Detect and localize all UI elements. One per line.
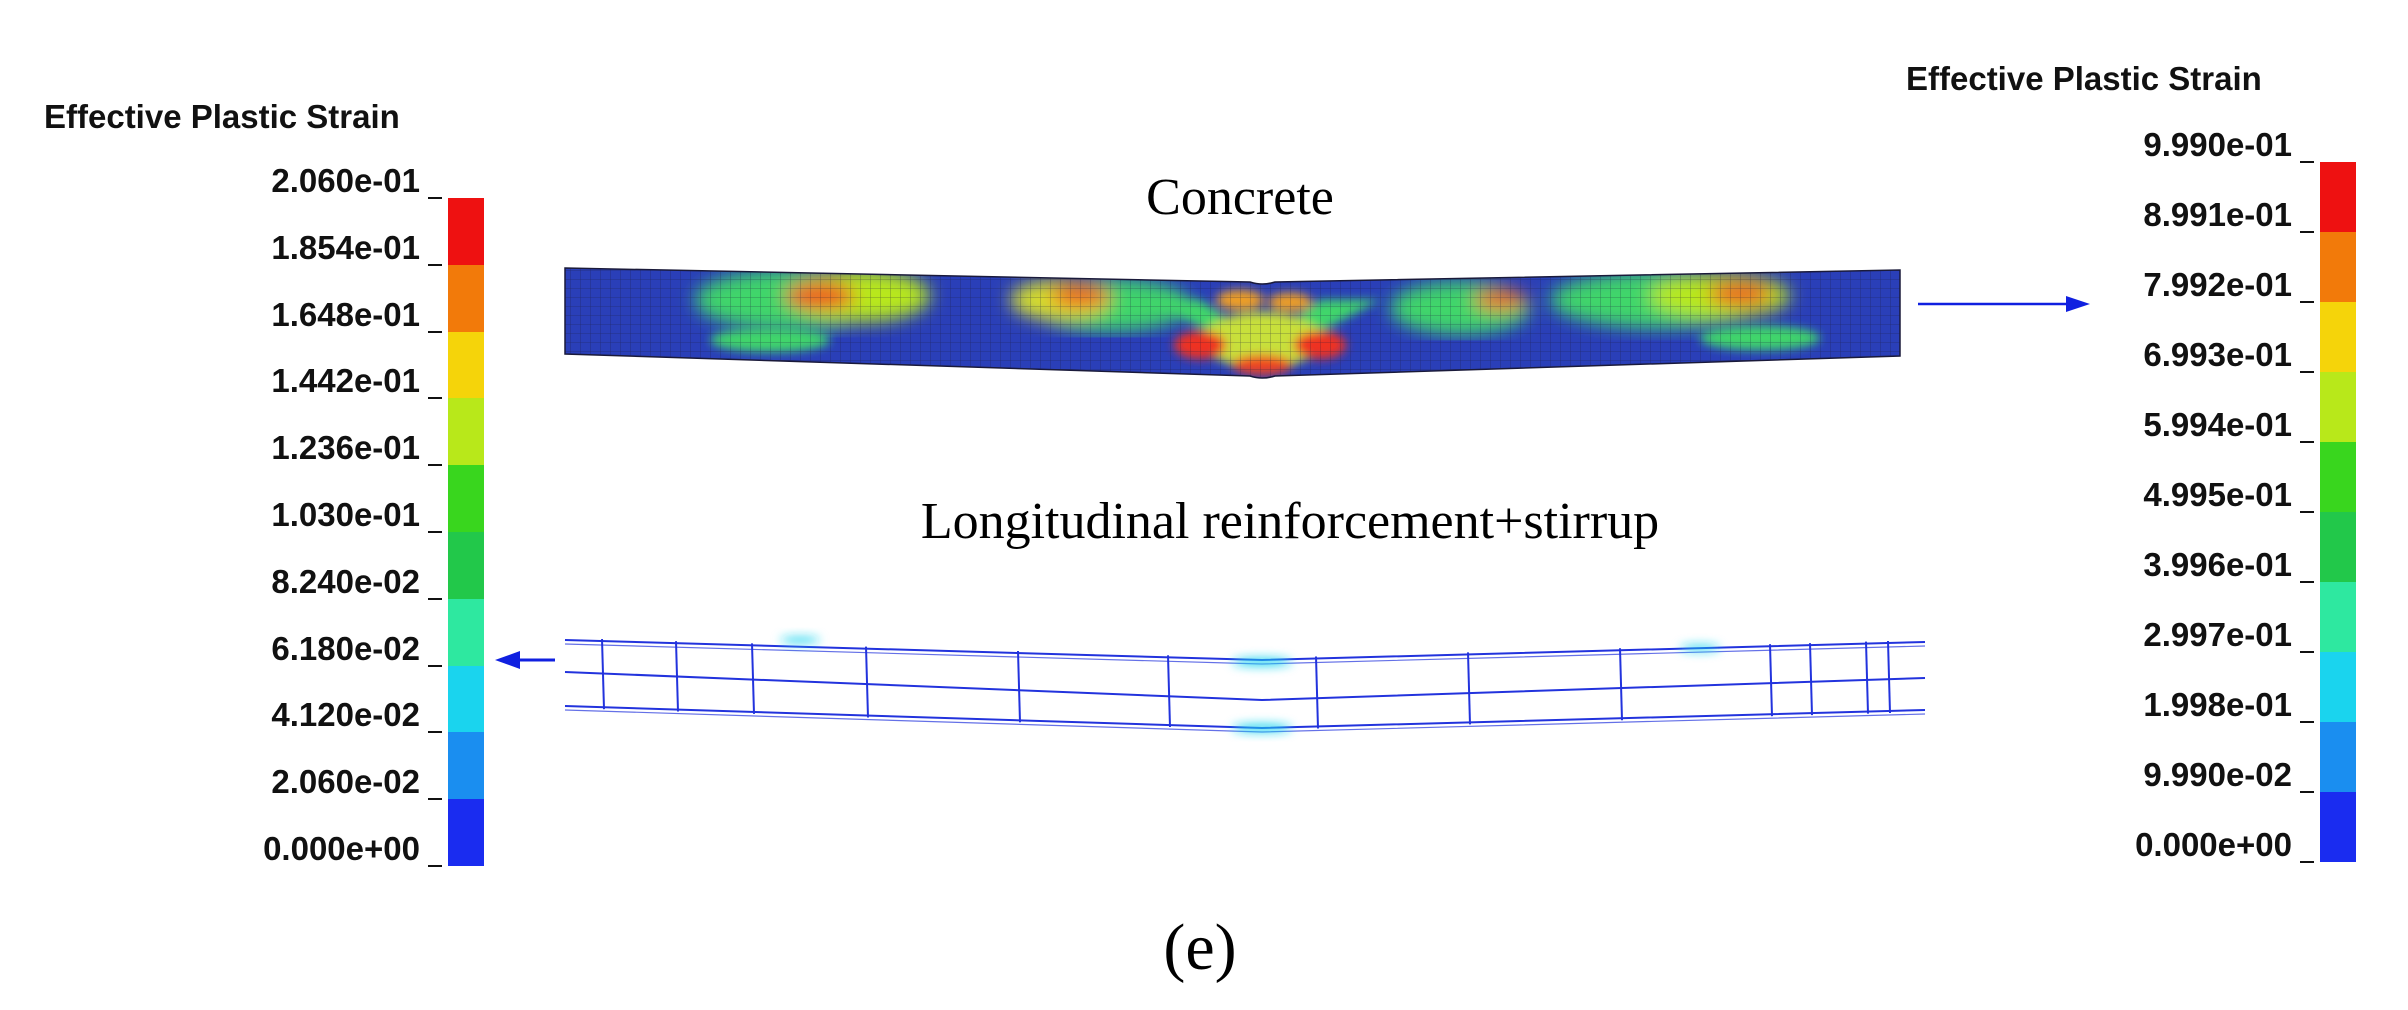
tick-mark bbox=[428, 865, 442, 867]
tick-mark bbox=[428, 464, 442, 467]
tick-label: 9.990e-02 bbox=[2143, 756, 2292, 793]
tick-mark bbox=[2300, 371, 2314, 373]
tick-label: 2.060e-01 bbox=[271, 162, 420, 199]
tick-mark bbox=[2300, 441, 2314, 443]
tick-label: 1.998e-01 bbox=[2143, 686, 2292, 723]
tick-mark bbox=[428, 664, 442, 667]
colorbar-segment bbox=[2320, 652, 2356, 722]
tick-mark bbox=[428, 330, 442, 333]
left-colorbar bbox=[448, 198, 484, 866]
tick-mark bbox=[428, 397, 442, 400]
tick-label: 0.000e+00 bbox=[263, 830, 420, 867]
rebar-middle bbox=[564, 671, 1926, 702]
tick-label: 3.996e-01 bbox=[2143, 546, 2292, 583]
tick-mark bbox=[2300, 301, 2314, 303]
tick-mark bbox=[2300, 721, 2314, 723]
tick-mark bbox=[2300, 511, 2314, 513]
colorbar-segment bbox=[448, 732, 484, 800]
colorbar-segment bbox=[2320, 372, 2356, 442]
colorbar-segment bbox=[2320, 792, 2356, 862]
tick-label: 8.991e-01 bbox=[2143, 196, 2292, 233]
stirrups bbox=[601, 639, 1891, 729]
right-colorbar bbox=[2320, 162, 2356, 862]
mesh-grid bbox=[565, 268, 1900, 378]
stirrup bbox=[1887, 640, 1891, 714]
stirrup bbox=[601, 639, 605, 710]
tick-mark bbox=[2300, 861, 2314, 863]
colorbar-segment bbox=[2320, 302, 2356, 372]
concrete-label: Concrete bbox=[1146, 169, 1334, 226]
tick-label: 4.120e-02 bbox=[271, 696, 420, 734]
tick-mark bbox=[428, 731, 442, 734]
stirrup bbox=[1619, 648, 1623, 721]
tick-mark bbox=[2300, 161, 2314, 163]
colorbar-segment bbox=[448, 465, 484, 532]
tick-mark bbox=[2300, 651, 2314, 653]
colorbar-segment bbox=[2320, 722, 2356, 792]
stirrup bbox=[865, 646, 869, 718]
tick-mark bbox=[2300, 791, 2314, 793]
stirrup bbox=[1865, 641, 1869, 714]
tick-mark bbox=[428, 263, 442, 266]
concrete-contour bbox=[565, 268, 1900, 378]
colorbar-segment bbox=[448, 264, 484, 332]
tick-mark bbox=[2300, 231, 2314, 233]
tick-label: 6.180e-02 bbox=[271, 629, 420, 667]
colorbar-segment bbox=[448, 398, 484, 466]
colorbar-segment bbox=[2320, 442, 2356, 512]
tick-label: 0.000e+00 bbox=[2135, 826, 2292, 863]
tick-mark bbox=[428, 597, 442, 600]
tick-mark bbox=[428, 197, 442, 199]
colorbar-segment bbox=[448, 799, 484, 866]
rebar-strain-hotspots bbox=[780, 637, 1720, 732]
left-legend-title: Effective Plastic Strain bbox=[44, 98, 400, 135]
tick-label: 1.442e-01 bbox=[271, 362, 420, 400]
stirrup bbox=[675, 641, 679, 712]
colorbar-segment bbox=[448, 531, 484, 599]
tick-label: 6.993e-01 bbox=[2143, 336, 2292, 373]
tick-mark bbox=[428, 531, 442, 533]
right-legend-title: Effective Plastic Strain bbox=[1906, 60, 2262, 97]
tick-label: 2.997e-01 bbox=[2143, 616, 2292, 653]
colorbar-segment bbox=[2320, 582, 2356, 652]
colorbar-segment bbox=[2320, 512, 2356, 582]
colorbar-segment bbox=[2320, 232, 2356, 302]
figure-letter: (e) bbox=[1163, 911, 1237, 984]
colorbar-segment bbox=[448, 198, 484, 265]
stirrup bbox=[1467, 652, 1471, 725]
tick-label: 7.992e-01 bbox=[2143, 266, 2292, 303]
stirrup bbox=[1017, 650, 1021, 723]
beam-outline bbox=[564, 267, 1901, 379]
colorbar-segment bbox=[2320, 162, 2356, 232]
tick-label: 8.240e-02 bbox=[271, 562, 420, 600]
tick-label: 1.854e-01 bbox=[271, 228, 420, 266]
tick-label: 1.648e-01 bbox=[271, 295, 420, 333]
tick-mark bbox=[2300, 581, 2314, 583]
tick-label: 4.995e-01 bbox=[2143, 476, 2292, 513]
stirrup bbox=[1315, 656, 1319, 729]
colorbar-segment bbox=[448, 598, 484, 666]
tick-label: 1.030e-01 bbox=[271, 496, 420, 533]
stirrup bbox=[1809, 643, 1813, 716]
colorbar-segment bbox=[448, 665, 484, 733]
stirrup bbox=[1769, 644, 1773, 717]
tick-label: 1.236e-01 bbox=[271, 429, 420, 467]
stirrup bbox=[1167, 655, 1171, 728]
stirrup bbox=[751, 643, 755, 714]
colorbar-segment bbox=[448, 331, 484, 399]
tick-label: 9.990e-01 bbox=[2143, 126, 2292, 163]
tick-label: 5.994e-01 bbox=[2143, 406, 2292, 443]
tick-label: 2.060e-02 bbox=[271, 763, 420, 801]
tick-mark bbox=[428, 798, 442, 801]
rebar-label: Longitudinal reinforcement+stirrup bbox=[920, 493, 1660, 550]
